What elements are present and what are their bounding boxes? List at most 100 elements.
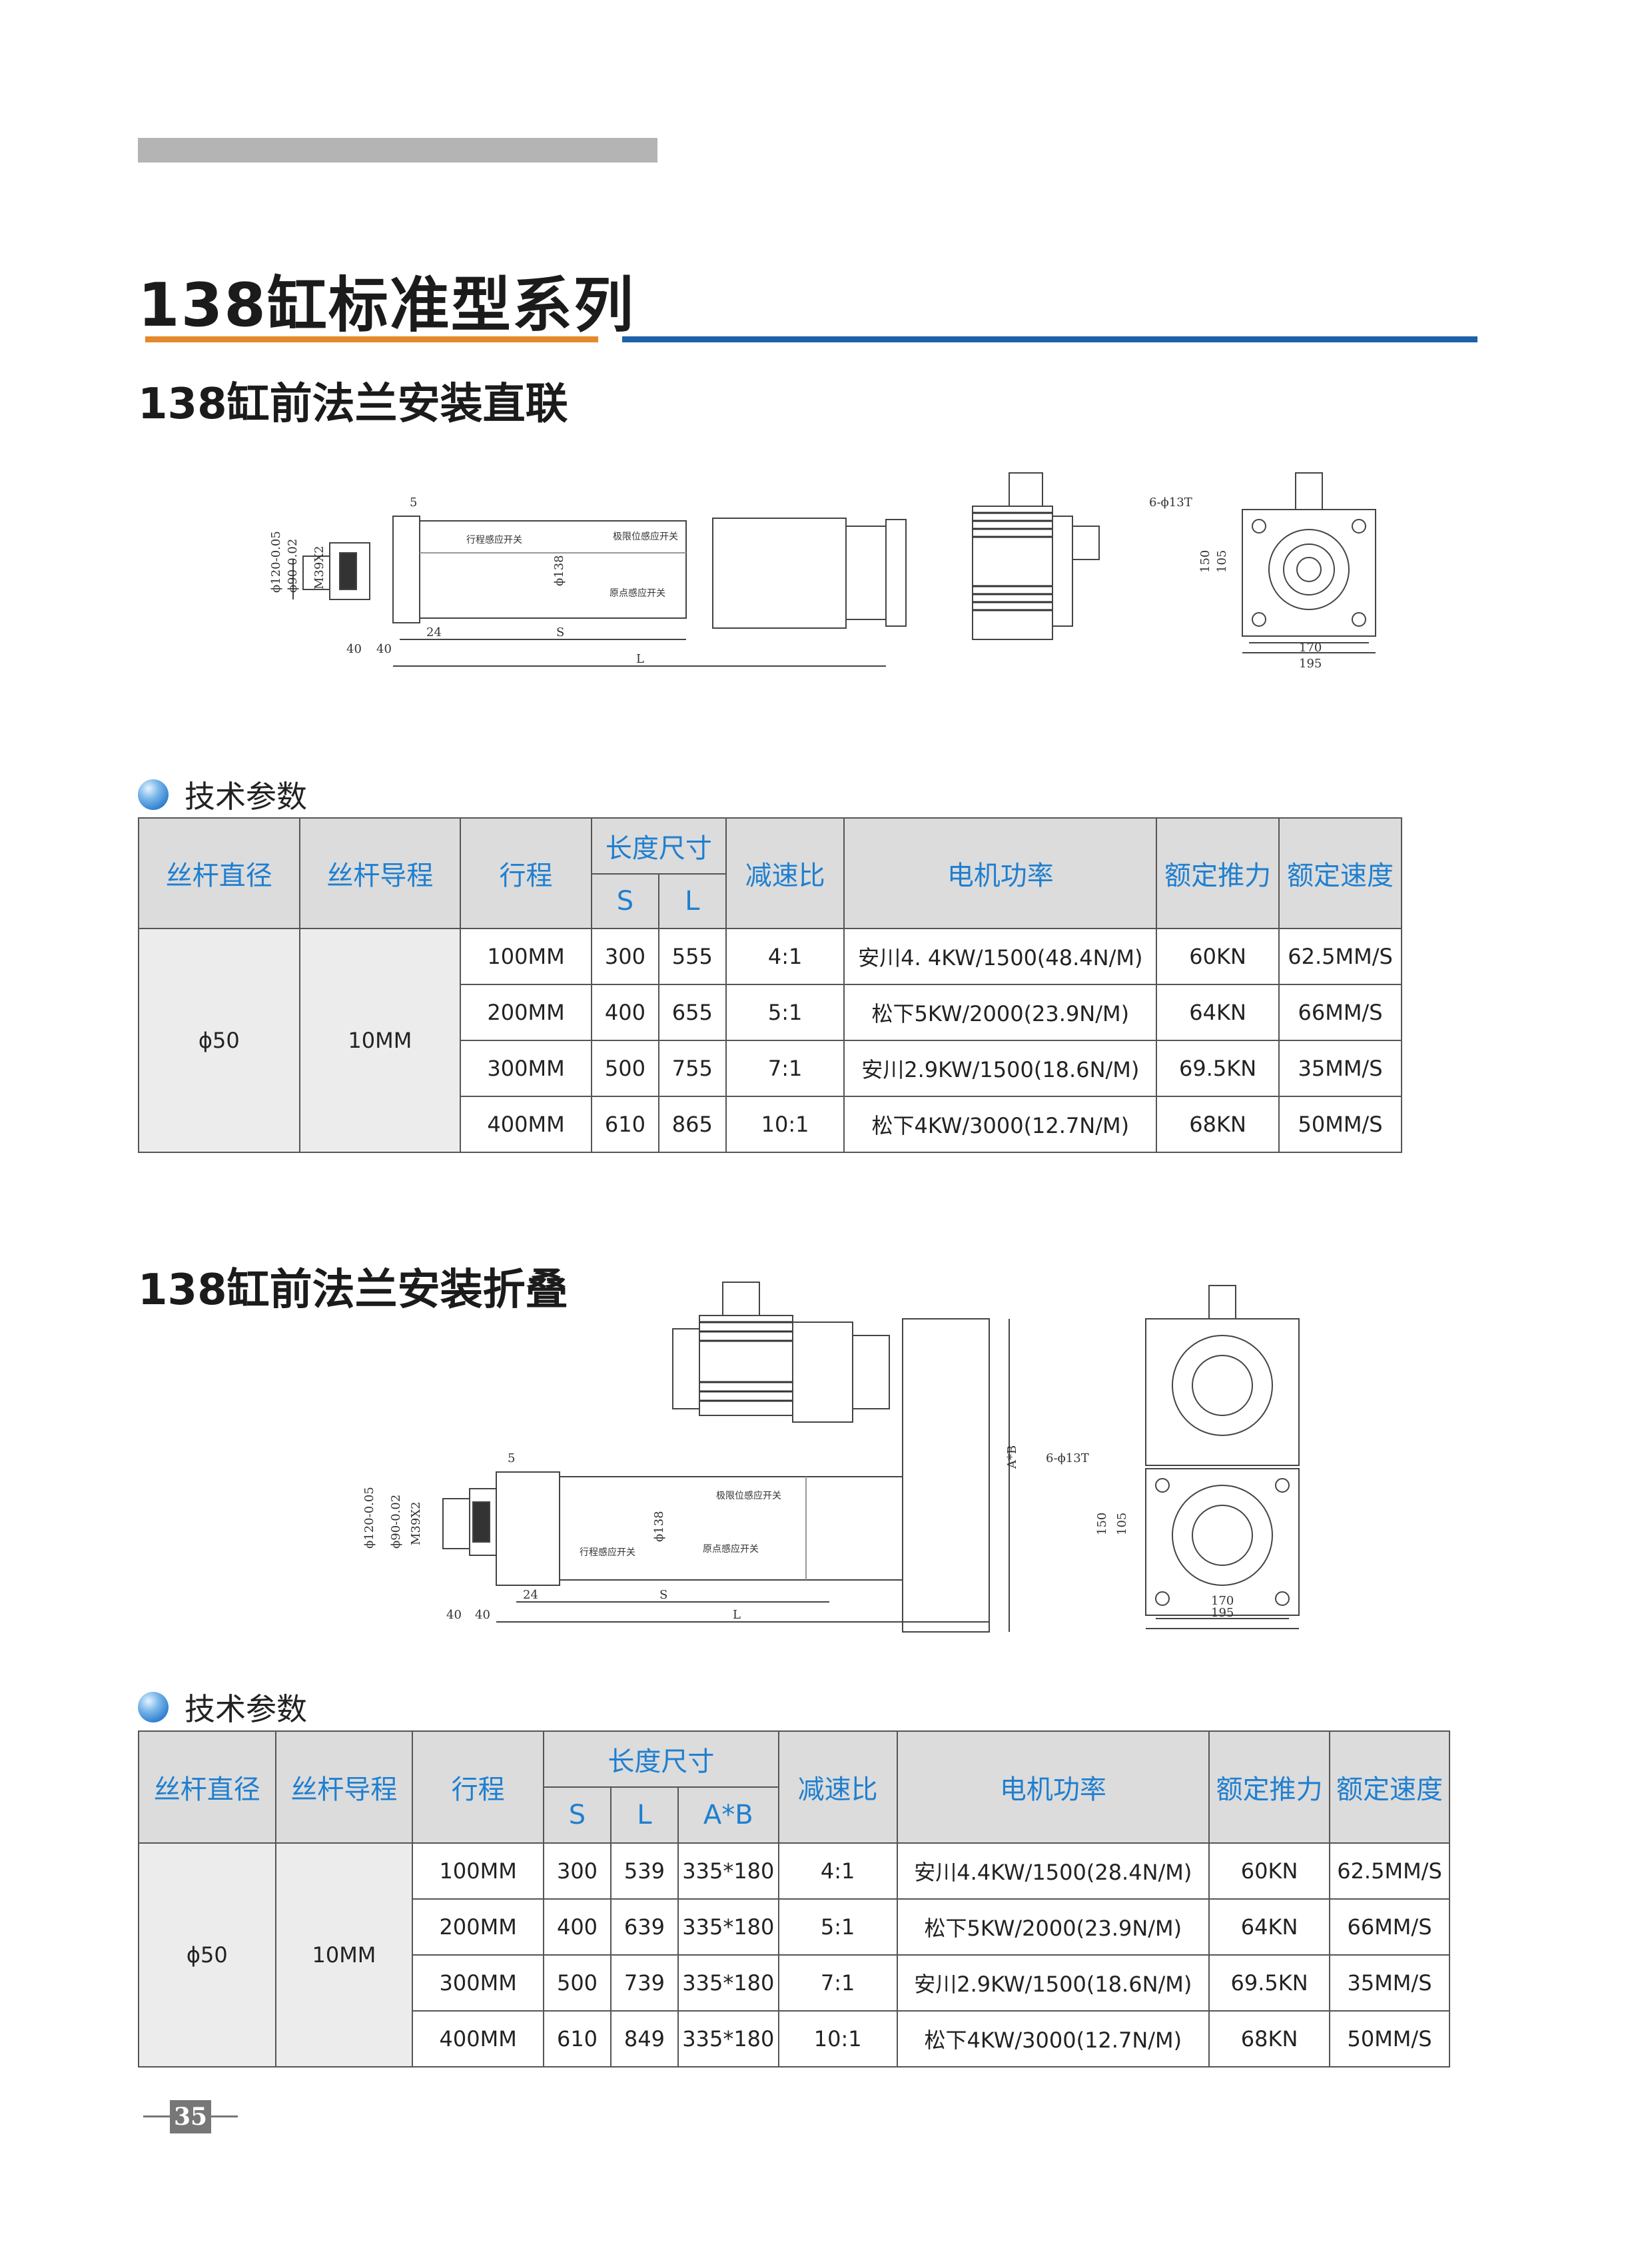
cell-s: 300 xyxy=(590,928,659,985)
motor-adapter xyxy=(792,1321,853,1423)
page-title: 138缸标准型系列 xyxy=(138,270,635,340)
cell-ratio: 4:1 xyxy=(725,928,845,985)
cylinder-body xyxy=(419,520,687,619)
table-row: 200MM 400 639 335*180 5:1 松下5KW/2000(23.… xyxy=(139,1898,1451,1956)
dim-label: 40 xyxy=(346,642,362,656)
dim-label: 5 xyxy=(508,1451,515,1465)
header-ab: A*B xyxy=(677,1786,779,1844)
dim-label: 40 xyxy=(446,1608,462,1622)
cell-motor: 安川4. 4KW/1500(48.4N/M) xyxy=(843,928,1158,985)
cell-ab: 335*180 xyxy=(677,1898,779,1956)
table-row: 300MM 500 739 335*180 7:1 安川2.9KW/1500(1… xyxy=(139,1954,1451,2012)
annotation: 行程感应开关 xyxy=(466,534,522,546)
cell-l: 555 xyxy=(657,928,727,985)
cell-speed: 62.5MM/S xyxy=(1328,1842,1451,1900)
dim-label: L xyxy=(733,1608,741,1622)
cell-diameter: ϕ50 xyxy=(138,928,300,1153)
cell-s: 610 xyxy=(543,2010,612,2068)
cell-motor: 安川2.9KW/1500(18.6N/M) xyxy=(896,1954,1210,2012)
cell-motor: 安川2.9KW/1500(18.6N/M) xyxy=(843,1040,1158,1097)
gearbox xyxy=(712,518,847,629)
annotation: 原点感应开关 xyxy=(703,1543,759,1555)
dim-label: L xyxy=(636,652,644,666)
header-stroke: 行程 xyxy=(412,1730,545,1844)
bullet-icon xyxy=(138,1692,169,1722)
dim-label: M39X2 xyxy=(312,546,326,589)
cell-thrust: 68KN xyxy=(1208,2010,1330,2068)
adapter xyxy=(845,526,887,620)
bolt-hole xyxy=(1352,612,1366,627)
cell-ratio: 4:1 xyxy=(777,1842,898,1900)
section1-title: 138缸前法兰安装直联 xyxy=(138,380,568,429)
end-view-motor-inner xyxy=(1192,1355,1253,1416)
bolt-hole xyxy=(1252,519,1266,534)
cell-diameter: ϕ50 xyxy=(138,1842,276,2068)
cell-motor: 松下4KW/3000(12.7N/M) xyxy=(896,2010,1210,2068)
page-number: 35 xyxy=(170,2100,211,2133)
dim-label: 6-ϕ13T xyxy=(1149,496,1192,510)
end-view-bottom xyxy=(1145,1468,1300,1616)
header-length: 长度尺寸 xyxy=(590,817,727,875)
cylinder-body xyxy=(559,1476,903,1581)
cell-thrust: 64KN xyxy=(1156,984,1280,1041)
tech-header-label: 技术参数 xyxy=(185,779,307,815)
header-motor: 电机功率 xyxy=(843,817,1158,929)
motor-rear xyxy=(1052,516,1073,627)
cell-speed: 35MM/S xyxy=(1328,1954,1451,2012)
section1-drawing: 5 ϕ120-0.05 ϕ90-0.02 M39X2 ϕ138 24 40 40… xyxy=(269,472,1376,671)
cell-ab: 335*180 xyxy=(677,1842,779,1900)
header-bar xyxy=(138,138,657,163)
cell-stroke: 300MM xyxy=(412,1954,545,2012)
end-view-outer xyxy=(1172,1485,1273,1586)
end-view-top xyxy=(1145,1318,1300,1466)
motor-fins xyxy=(699,1321,793,1402)
section2-spec-table: 丝杆直径 丝杆导程 行程 长度尺寸 减速比 电机功率 额定推力 额定速度 S L… xyxy=(138,1730,1451,2068)
cell-stroke: 100MM xyxy=(412,1842,545,1900)
end-view-flange xyxy=(1242,509,1376,637)
table-row: 400MM 610 865 10:1 松下4KW/3000(12.7N/M) 6… xyxy=(139,1096,1402,1153)
dim-label: 170 xyxy=(1211,1594,1234,1608)
dim-label: 40 xyxy=(376,642,392,656)
table-row: ϕ50 10MM 100MM 300 555 4:1 安川4. 4KW/1500… xyxy=(138,928,1402,1153)
page-number-line-right xyxy=(211,2115,238,2117)
bolt-hole xyxy=(1155,1591,1170,1606)
cell-s: 400 xyxy=(590,984,659,1041)
dim-label: ϕ120-0.05 xyxy=(362,1487,376,1549)
cell-stroke: 300MM xyxy=(460,1040,592,1097)
cell-ratio: 5:1 xyxy=(777,1898,898,1956)
table-row: 400MM 610 849 335*180 10:1 松下4KW/3000(12… xyxy=(139,2010,1451,2068)
end-view-connector xyxy=(1295,472,1323,510)
dim-label: ϕ120-0.05 xyxy=(269,531,283,593)
cell-motor: 松下5KW/2000(23.9N/M) xyxy=(843,984,1158,1041)
rod xyxy=(329,542,370,600)
end-view-inner xyxy=(1296,557,1322,582)
header-screw-lead: 丝杆导程 xyxy=(298,817,462,929)
section2-tech-header: 技术参数 xyxy=(138,1685,307,1729)
cell-l: 865 xyxy=(657,1096,727,1153)
dim-label: 150 xyxy=(1198,550,1212,573)
dim-label: 195 xyxy=(1211,1606,1234,1620)
header-length: 长度尺寸 xyxy=(543,1730,779,1788)
section1-tech-header: 技术参数 xyxy=(138,773,307,817)
cell-l: 639 xyxy=(610,1898,679,1956)
cell-thrust: 60KN xyxy=(1156,928,1280,985)
dim-label: ϕ90-0.02 xyxy=(286,539,300,593)
cell-thrust: 64KN xyxy=(1208,1898,1330,1956)
cell-s: 500 xyxy=(543,1954,612,2012)
thread xyxy=(472,1501,490,1543)
dim-label: M39X2 xyxy=(409,1501,423,1545)
bolt-hole xyxy=(1252,612,1266,627)
header-s: S xyxy=(590,873,659,929)
cell-speed: 50MM/S xyxy=(1278,1096,1402,1153)
cell-speed: 50MM/S xyxy=(1328,2010,1451,2068)
section2-title: 138缸前法兰安装折叠 xyxy=(138,1266,568,1315)
page-number-line-left xyxy=(143,2115,170,2117)
motor-plug xyxy=(1072,526,1100,560)
cell-motor: 安川4.4KW/1500(28.4N/M) xyxy=(896,1842,1210,1900)
cell-l: 655 xyxy=(657,984,727,1041)
table-row: 300MM 500 755 7:1 安川2.9KW/1500(18.6N/M) … xyxy=(139,1040,1402,1097)
dim-label: 5 xyxy=(410,496,417,510)
annotation: 原点感应开关 xyxy=(610,587,665,599)
cell-ratio: 10:1 xyxy=(777,2010,898,2068)
table-row: 200MM 400 655 5:1 松下5KW/2000(23.9N/M) 64… xyxy=(139,984,1402,1041)
